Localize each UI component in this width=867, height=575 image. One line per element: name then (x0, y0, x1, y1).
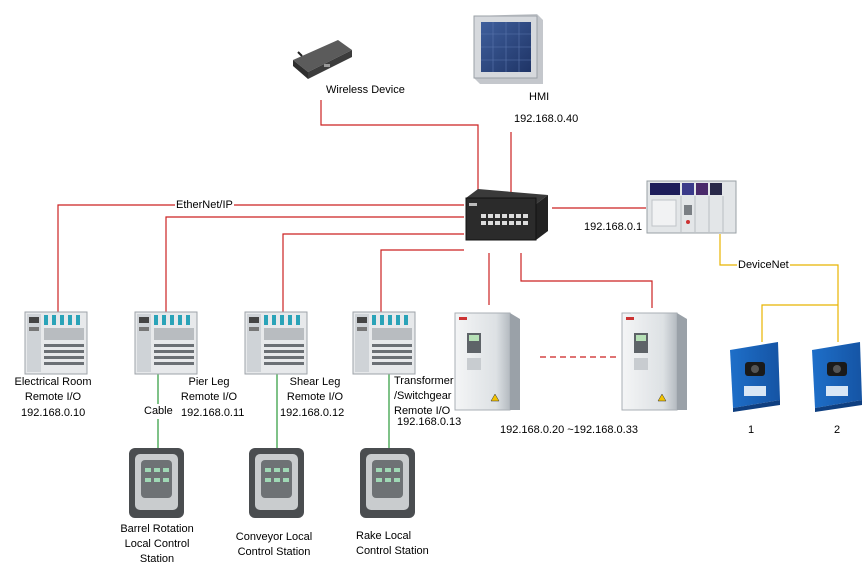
remote-io-icon-2 (134, 311, 198, 375)
remote-io-1-ip: 192.168.0.10 (21, 407, 86, 419)
station-2-label: Conveyor Local Control Station (228, 530, 320, 560)
cable-label: Cable (143, 404, 174, 419)
sensor-2-label: 2 (834, 424, 841, 436)
remote-io-1-label: Electrical Room Remote I/O (8, 375, 98, 405)
devicenet-lines (719, 234, 839, 342)
sensor-icon-2 (812, 342, 862, 412)
station-3-label: Rake Local Control Station (356, 529, 429, 559)
drive-icon-2 (621, 312, 687, 411)
remote-io-1-line1: Electrical Room (14, 376, 92, 388)
control-station-icon-1 (129, 448, 184, 518)
station-1-line3: Station (139, 553, 175, 565)
remote-io-3-ip: 192.168.0.12 (280, 407, 345, 419)
remote-io-4-ip: 192.168.0.13 (397, 416, 462, 428)
sensor-icon-1 (730, 342, 780, 412)
ethernet-lines (57, 100, 653, 358)
ethernet-link-drive-2 (520, 253, 653, 308)
hmi-icon (473, 14, 543, 84)
hmi-label: HMI (529, 91, 550, 103)
ethernet-link-transformer (380, 249, 464, 312)
ethernet-link-wireless (320, 100, 479, 195)
remote-io-3-line2: Remote I/O (286, 391, 344, 403)
ethernet-link-electrical-room (57, 204, 464, 312)
remote-io-icon-1 (24, 311, 88, 375)
station-1-label: Barrel Rotation Local Control Station (110, 522, 204, 567)
ethernet-switch-icon (465, 189, 548, 241)
remote-io-icon-3 (244, 311, 308, 375)
plc-icon (646, 180, 737, 234)
sensor-1-label: 1 (748, 424, 755, 436)
ethernet-network-label: EtherNet/IP (175, 198, 234, 213)
ethernet-link-pier-leg (165, 216, 464, 312)
remote-io-icon-4 (352, 311, 416, 375)
remote-io-2-ip: 192.168.0.11 (181, 407, 245, 419)
control-station-icon-2 (249, 448, 304, 518)
station-2-line1: Conveyor Local (235, 531, 313, 543)
remote-io-2-line2: Remote I/O (180, 391, 238, 403)
wireless-device-label: Wireless Device (326, 84, 405, 96)
plc-ip-label: 192.168.0.1 (584, 221, 643, 233)
remote-io-2-label: Pier Leg Remote I/O (174, 375, 244, 405)
station-1-line2: Local Control (124, 538, 190, 550)
station-2-line2: Control Station (237, 546, 311, 558)
drive-icon-1 (454, 312, 520, 411)
remote-io-4-line1: Transformer (394, 375, 454, 387)
remote-io-2-line1: Pier Leg (188, 376, 230, 388)
devicenet-network-label: DeviceNet (737, 258, 790, 273)
wireless-device-icon (293, 40, 352, 79)
station-3-line1: Rake Local (356, 530, 412, 542)
remote-io-4-line2: /Switchgear (394, 390, 452, 402)
remote-io-4-label: Transformer /Switchgear Remote I/O (394, 374, 454, 419)
remote-io-1-line2: Remote I/O (24, 391, 82, 403)
remote-io-4-line3: Remote I/O (394, 405, 451, 417)
station-1-line1: Barrel Rotation (120, 523, 194, 535)
drive-ip-range-label: 192.168.0.20 ~192.168.0.33 (500, 424, 638, 436)
control-station-icon-3 (360, 448, 415, 518)
ethernet-link-shear-leg (282, 233, 464, 312)
hmi-ip-label: 192.168.0.40 (514, 113, 579, 125)
station-3-line2: Control Station (356, 545, 429, 557)
remote-io-3-label: Shear Leg Remote I/O (280, 375, 350, 405)
remote-io-3-line1: Shear Leg (289, 376, 341, 388)
